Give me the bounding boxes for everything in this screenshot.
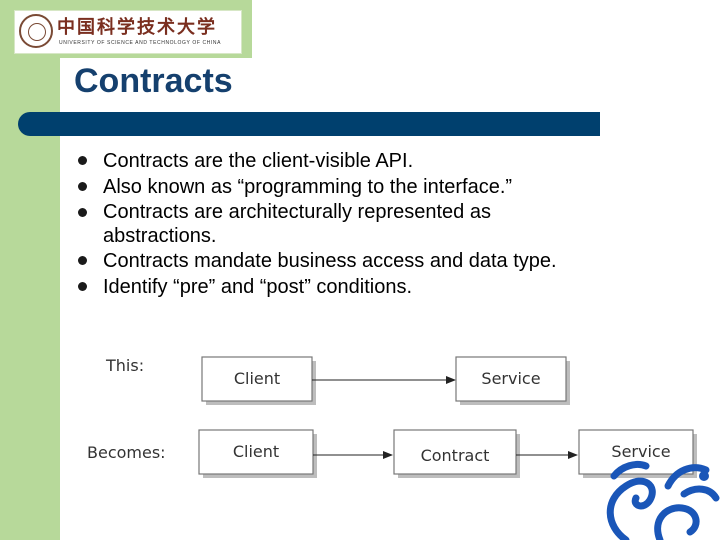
logo-english-name: UNIVERSITY OF SCIENCE AND TECHNOLOGY OF … bbox=[59, 40, 222, 46]
dragon-logo-icon bbox=[606, 460, 720, 540]
bullet-list: Contracts are the client-visible API. Al… bbox=[78, 148, 698, 300]
service-label-2: Service bbox=[611, 442, 670, 461]
contract-box bbox=[393, 429, 517, 475]
becomes-label: Becomes: bbox=[87, 443, 166, 462]
bullet-item: Contracts are the client-visible API. bbox=[78, 148, 698, 174]
slide-title: Contracts bbox=[74, 62, 233, 100]
contract-label: Contract bbox=[421, 446, 490, 465]
logo-chinese-name: 中国科学技术大学 bbox=[57, 17, 217, 38]
this-label: This: bbox=[105, 356, 144, 375]
client-label-2: Client bbox=[233, 442, 279, 461]
service-box bbox=[455, 356, 567, 402]
client-box bbox=[201, 356, 313, 402]
bullet-item: Also known as “programming to the interf… bbox=[78, 174, 698, 200]
client-box-2 bbox=[198, 429, 314, 475]
client-label: Client bbox=[234, 369, 280, 388]
bullet-item: Identify “pre” and “post” conditions. bbox=[78, 274, 698, 300]
bullet-item: Contracts are architecturally represente… bbox=[78, 200, 573, 248]
university-logo: 中国科学技术大学 UNIVERSITY OF SCIENCE AND TECHN… bbox=[14, 10, 242, 54]
service-label: Service bbox=[481, 369, 540, 388]
university-seal-icon bbox=[19, 14, 53, 48]
title-underline-bar bbox=[18, 112, 600, 136]
bullet-item: Contracts mandate business access and da… bbox=[78, 248, 698, 274]
left-color-band bbox=[0, 0, 60, 540]
